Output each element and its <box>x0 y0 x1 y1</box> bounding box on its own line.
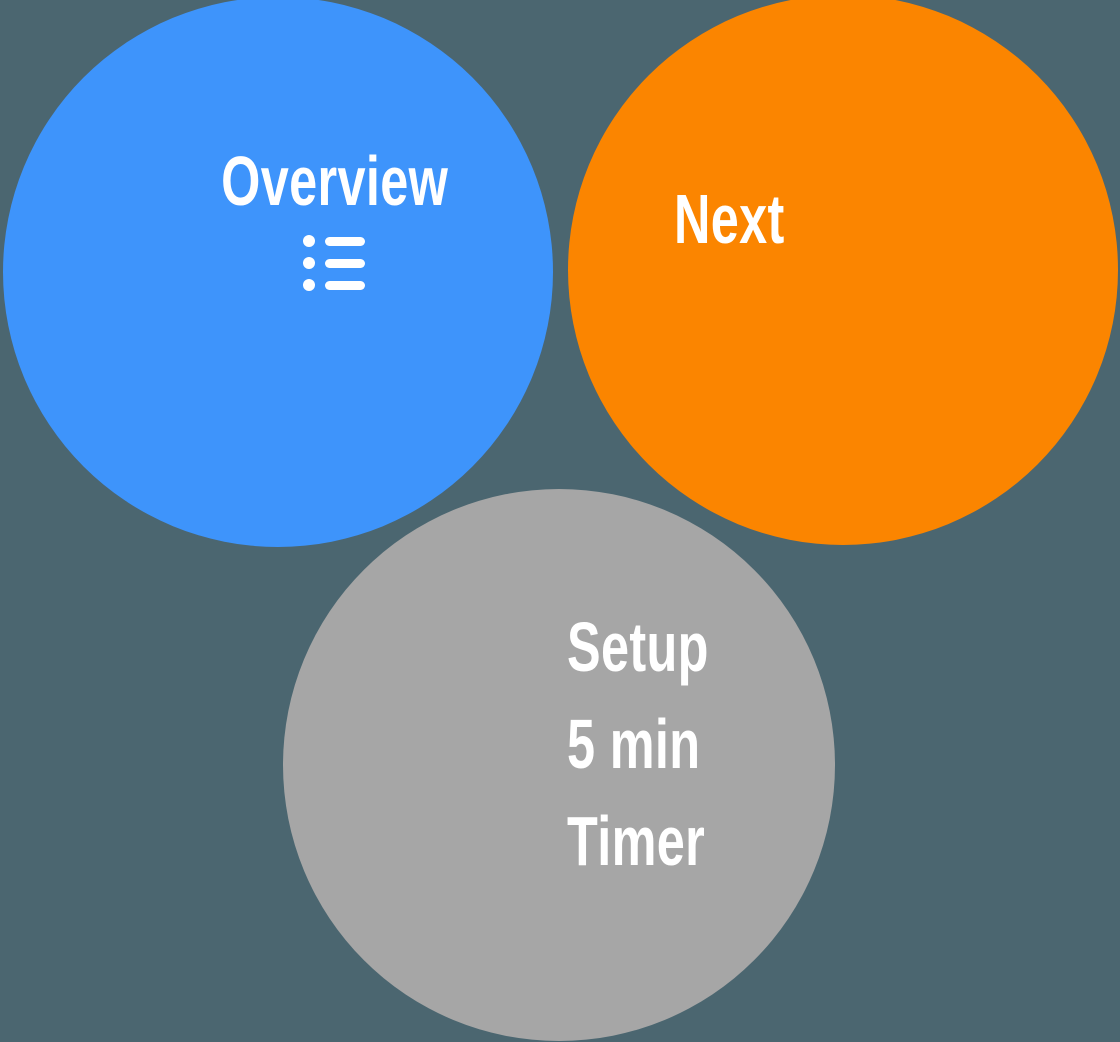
next-bubble[interactable] <box>568 0 1118 545</box>
setup-timer-bubble[interactable] <box>283 489 835 1041</box>
overview-bubble[interactable] <box>3 0 553 547</box>
